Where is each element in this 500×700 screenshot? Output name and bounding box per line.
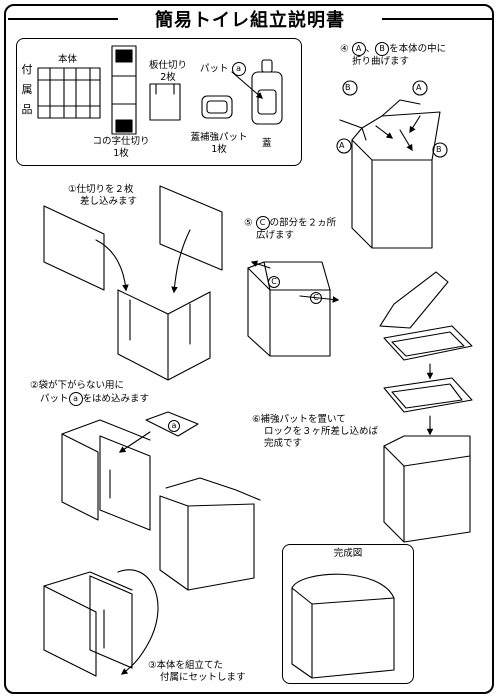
step6-text: ⑥補強パットを置いて ロックを３ヶ所差し込めば 完成です <box>252 414 378 450</box>
step4-symbol-b: B <box>375 42 390 56</box>
step5-label-c-left: C <box>268 276 280 288</box>
step6-line3: 完成です <box>264 438 303 449</box>
step3-line2: 付属にセットします <box>160 672 246 683</box>
completed-figure <box>291 573 395 679</box>
step1-line1: ①仕切りを２枚 <box>68 184 134 195</box>
step5-number: ⑤ <box>244 217 253 229</box>
parts-box <box>16 38 302 166</box>
step4-line2: 折り曲げます <box>352 56 410 67</box>
title-bar: 簡易トイレ組立説明書 <box>118 6 382 32</box>
part-plate-partition-label: 板仕切り 2枚 <box>140 60 196 84</box>
part-u-partition-name: コの字仕切り <box>92 136 150 147</box>
step4-label-b-right: B <box>436 145 442 154</box>
step1-text: ①仕切りを２枚 差し込みます <box>68 184 137 208</box>
part-pad-a-symbol: a <box>231 62 246 76</box>
part-pad-a-text: パット <box>200 63 229 75</box>
step2-figure <box>61 411 261 591</box>
step6-line2: ロックを３ヶ所差し込めば <box>264 426 379 437</box>
page-title: 簡易トイレ組立説明書 <box>155 10 345 31</box>
step4-line1-end: を本体の中に <box>389 43 447 55</box>
part-lid-label: 蓋 <box>262 138 272 149</box>
part-pad-a-label: パット a <box>200 62 246 76</box>
step4-label-a-right: A <box>416 83 422 92</box>
step2-label-a: a <box>168 420 180 432</box>
step5-label-c-right: C <box>310 292 322 304</box>
step2-line1: ②袋が下がらない用に <box>30 380 125 391</box>
step5-line1-end: の部分を２ヵ所 <box>269 217 337 229</box>
step2-line2-end: をはめ込みます <box>82 393 150 405</box>
part-lid-pad-label: 蓋補強パット 1枚 <box>182 132 256 156</box>
step5-symbol-c: C <box>255 216 270 230</box>
part-plate-partition-qty: 2枚 <box>160 72 176 83</box>
step2-symbol-a: a <box>68 392 83 406</box>
step4-figure <box>339 99 441 249</box>
part-lid-pad-name: 蓋補強パット <box>190 132 248 143</box>
parts-section-label: 付属品 <box>21 63 33 116</box>
step3-figure <box>43 569 159 677</box>
part-main-body-label: 本体 <box>58 54 78 65</box>
step4-symbol-a: A <box>351 42 366 56</box>
page-frame <box>4 4 494 694</box>
part-u-partition-qty: 1枚 <box>113 148 129 159</box>
step2-line2-start: パット <box>40 393 69 405</box>
step1-line2: 差し込みます <box>80 196 138 207</box>
step5-figure <box>247 260 340 357</box>
part-plate-partition-figure <box>149 83 181 121</box>
step4-label-a-left: A <box>339 141 345 150</box>
step6-figure <box>379 271 473 543</box>
step4-label-b-left: B <box>345 83 351 92</box>
step3-line1: ③本体を組立てた <box>148 660 224 671</box>
step5-line2: 広げます <box>256 230 295 241</box>
part-main-body-figure <box>37 67 101 119</box>
completed-label: 完成図 <box>333 548 363 559</box>
part-plate-partition-name: 板仕切り <box>148 60 187 71</box>
part-u-partition-label: コの字仕切り 1枚 <box>86 136 156 160</box>
step4-figure-labels <box>336 80 448 158</box>
title-rule-right <box>380 18 492 20</box>
part-lid-pad-qty: 1枚 <box>211 144 227 155</box>
step3-text: ③本体を組立てた 付属にセットします <box>148 660 246 684</box>
completed-box <box>282 544 414 684</box>
part-lid-pad-figure <box>251 59 283 125</box>
title-rule-left <box>8 18 120 20</box>
part-u-partition-figure <box>111 45 137 135</box>
step1-figure <box>43 185 223 381</box>
part-pad-a-figure <box>201 95 233 119</box>
step6-line1: ⑥補強パットを置いて <box>252 414 346 425</box>
step4-number: ④ <box>340 43 349 55</box>
